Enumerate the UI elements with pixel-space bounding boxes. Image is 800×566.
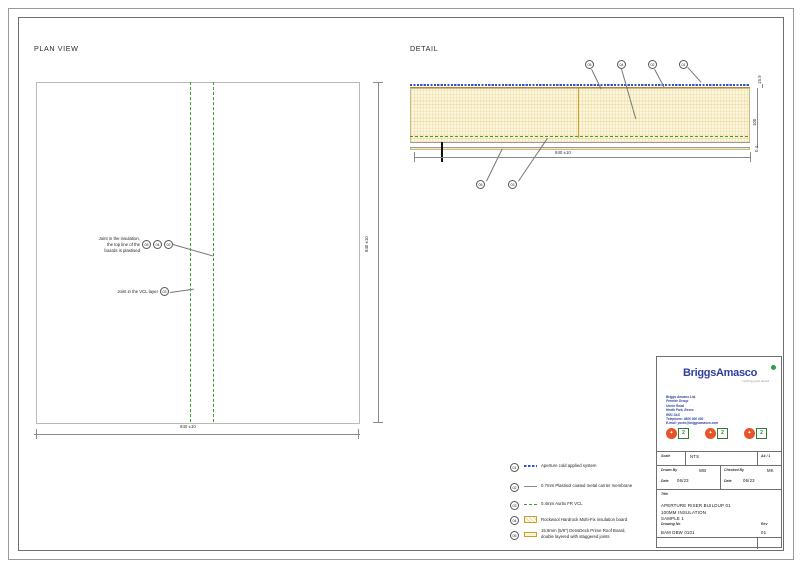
cert-badge-2: ✦ 2	[705, 427, 735, 439]
plan-dim-bottom-end-right	[358, 429, 359, 439]
detail-callout-01[interactable]: 01	[679, 60, 688, 69]
detail-vcl-layer	[410, 136, 750, 137]
detail-cold-applied-system-layer	[410, 84, 750, 87]
key-text-05: 15.9mm (5/8") DensDeck Prime Roof Board,…	[541, 528, 626, 539]
detail-callout-bottom-03[interactable]: 03	[508, 180, 517, 189]
cert-badge-3: ✦ 2	[744, 427, 774, 439]
plan-annotation-vcl-joint: Joint in the VCL layer	[117, 289, 158, 294]
logo-dot-icon	[771, 365, 776, 370]
cert-value-3: 2	[756, 427, 767, 439]
detail-dim-bottom-line	[414, 157, 750, 158]
key-swatch-05-icon	[524, 532, 537, 537]
detail-callout-bottom-05[interactable]: 05	[476, 180, 485, 189]
date-value-1: 06/23	[677, 478, 689, 483]
detail-dim-top-line	[762, 84, 763, 88]
detail-dim-right-bot-text: 0.4	[754, 145, 759, 152]
plan-dim-right-text: 840 ±10	[364, 236, 369, 252]
rev-label: Rev	[761, 521, 768, 526]
plan-dim-bottom-end-left	[36, 429, 37, 439]
detail-carrier-membrane-layer	[410, 87, 750, 88]
plan-bubble-04[interactable]: 04	[153, 240, 162, 249]
detail-callout-04[interactable]: 04	[617, 60, 626, 69]
title-row-scale	[657, 451, 781, 465]
detail-dim-right-top-text: 15.9	[757, 75, 762, 84]
key-text-02: 0.7mm Plastisol coated metal carrier mem…	[541, 483, 633, 488]
cert-value-2: 2	[717, 427, 728, 439]
key-text-01: Aperture cold applied system	[541, 463, 597, 468]
date-label-1: Date	[661, 479, 669, 483]
detail-dim-right-mid-text: 100	[752, 118, 757, 126]
detail-insulation-joint	[578, 88, 579, 138]
cert-icon-3: ✦	[744, 427, 755, 439]
plan-insulation-joint-line	[213, 82, 214, 422]
divider-sheet	[757, 451, 758, 465]
title-row-drawing-no	[657, 537, 781, 561]
detail-callout-05[interactable]: 05	[585, 60, 594, 69]
plan-bubble-02[interactable]: 02	[164, 240, 173, 249]
title-row-drawn	[657, 465, 781, 489]
detail-callout-02[interactable]: 02	[648, 60, 657, 69]
sheet-border-outer	[8, 8, 794, 560]
cert-icon-1: ✦	[666, 427, 677, 439]
detail-insulation-layer	[410, 88, 750, 150]
title-block: BriggsAmasco roofing your world Briggs A…	[656, 356, 782, 549]
detail-deck-board-layer	[410, 142, 750, 148]
plan-dim-bottom-tick-right	[355, 434, 360, 435]
drawing-no-value: BAM DBW 0101	[661, 530, 695, 535]
date-label-2: Date	[724, 479, 732, 483]
plan-bubble-03[interactable]: 03	[160, 287, 169, 296]
divider-rev	[757, 537, 758, 549]
key-bubble-04[interactable]: 04	[510, 516, 519, 525]
divider-scale	[685, 451, 686, 465]
plan-dim-right-line	[378, 82, 379, 422]
company-address: Briggs Amasco Ltd. Premier Group Union R…	[666, 395, 719, 426]
key-bubble-02[interactable]: 02	[510, 483, 519, 492]
key-text-03: 0.4mm Aurtix FR VCL	[541, 501, 583, 506]
sheet-border-inner	[18, 17, 784, 551]
detail-dim-mid-line	[757, 88, 758, 136]
company-tagline: roofing your world	[742, 379, 769, 383]
detail-upstand-edge	[441, 142, 443, 162]
plan-dim-bottom-text: 840 ±10	[180, 424, 196, 429]
cert-badge-1: ✦ 2	[666, 427, 696, 439]
key-swatch-04-icon	[524, 516, 537, 523]
title-label: Title	[661, 492, 669, 496]
plan-dim-bottom-line	[36, 434, 358, 435]
cert-value-1: 2	[678, 427, 689, 439]
drawn-by-label: Drawn By	[661, 468, 678, 472]
date-value-2: 06/23	[743, 478, 755, 483]
company-logo: BriggsAmasco	[682, 367, 758, 379]
sheet-value: A4 / 1	[761, 454, 771, 458]
detail-dim-bottom-end-left	[414, 152, 415, 162]
detail-dim-bottom-end-right	[750, 152, 751, 162]
checked-by-label: Checked By	[724, 468, 745, 472]
key-text-04: Rockwool Hardrock Multi-Fix insulation b…	[541, 517, 628, 522]
key-bubble-01[interactable]: 01	[510, 463, 519, 472]
plan-view-title: PLAN VIEW	[34, 44, 79, 53]
plan-annotation-insulation-joint: Joint in the insulation, the top line of…	[98, 236, 140, 253]
drawn-by-value: WB	[699, 468, 707, 473]
rev-value: 01	[761, 530, 767, 535]
divider-drawn-checked	[720, 465, 721, 489]
detail-dim-bottom-text: 840 ±10	[555, 150, 571, 155]
plan-dim-right-end-bottom	[373, 422, 383, 423]
scale-value: NTS	[690, 454, 700, 459]
plan-dim-right-end-top	[373, 82, 383, 83]
cert-icon-2: ✦	[705, 427, 716, 439]
detail-dim-bot-line	[757, 136, 758, 148]
scale-label: Scale	[661, 454, 671, 458]
key-swatch-03-icon	[524, 504, 537, 505]
checked-by-value: MK	[767, 468, 774, 473]
title-value: APERTURE RISER BUILDUP 01 100MM INSULATI…	[661, 503, 731, 521]
key-bubble-03[interactable]: 03	[510, 501, 519, 510]
drawing-no-label: Drawing No	[661, 521, 681, 526]
key-swatch-02-icon	[524, 486, 537, 487]
key-swatch-01-icon	[524, 465, 537, 467]
plan-bubble-05[interactable]: 05	[142, 240, 151, 249]
key-bubble-05[interactable]: 05	[510, 531, 519, 540]
title-row-title	[657, 489, 781, 537]
plan-vcl-joint-line	[190, 82, 191, 422]
plan-view-outline	[36, 82, 360, 424]
detail-view-title: DETAIL	[410, 44, 439, 53]
